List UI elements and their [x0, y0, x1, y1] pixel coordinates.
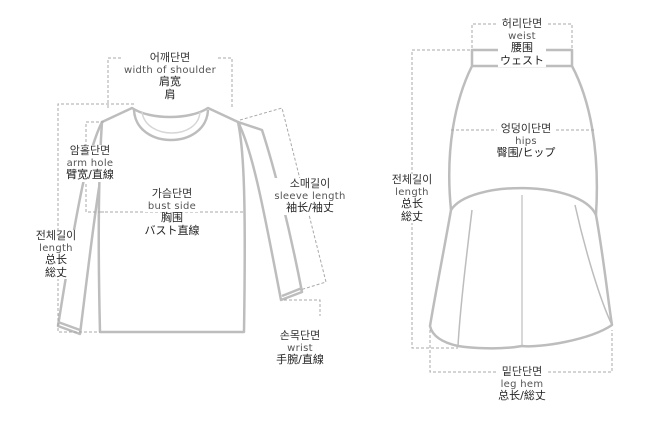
sleeve-ko: 소매길이 [289, 177, 331, 190]
shoulder-en: width of shoulder [123, 64, 217, 76]
wrist-jp: 手腕/直線 [276, 353, 324, 367]
skirt-length-en: length [395, 186, 429, 198]
armhole-en: arm hole [66, 157, 114, 169]
waist-en: weist [508, 30, 536, 42]
wrist-en: wrist [287, 342, 313, 354]
top-length-zh: 总长 [44, 253, 67, 267]
bust-ko: 가슴단면 [151, 187, 193, 200]
top-length-jp: 総丈 [44, 265, 67, 279]
sleeve-label: 소매길이 sleeve length 袖长/袖丈 [272, 177, 348, 215]
hem-jp: 总长/総丈 [498, 389, 546, 403]
armhole-ko: 암홀단면 [69, 144, 111, 157]
top-collar [132, 109, 210, 142]
armhole-jp: 臂宽/直線 [66, 168, 114, 182]
skirt-length-zh: 总长 [400, 197, 423, 211]
sleeve-en: sleeve length [274, 190, 346, 202]
sleeve-jp: 袖长/袖丈 [286, 201, 334, 215]
skirt-length-ko: 전체길이 [391, 173, 433, 186]
waist-label: 허리단면 weist 腰围 ウェスト [498, 17, 546, 68]
hips-label: 엉덩이단면 hips 臀围/ヒップ [496, 122, 556, 160]
bust-label: 가슴단면 bust side 胸围 バスト直線 [144, 187, 200, 237]
skirt-garment [428, 48, 614, 350]
bust-en: bust side [144, 200, 200, 213]
waist-jp: ウェスト [500, 53, 544, 67]
hem-ko: 밑단단면 [501, 365, 543, 378]
shoulder-label: 어깨단면 width of shoulder 肩宽 肩 [121, 51, 219, 102]
waist-ko: 허리단면 [501, 17, 543, 30]
hem-en: leg hem [500, 378, 544, 390]
wrist-ko: 손목단면 [279, 329, 321, 342]
wrist-label: 손목단면 wrist 手腕/直線 [276, 329, 324, 367]
skirt-length-label: 전체길이 length 总长 総丈 [389, 173, 435, 224]
hips-ko: 엉덩이단면 [496, 122, 556, 136]
hips-jp: 臀围/ヒップ [496, 146, 556, 160]
hips-en: hips [515, 135, 537, 147]
top-length-ko: 전체길이 [35, 229, 77, 242]
hem-label: 밑단단면 leg hem 总长/総丈 [496, 365, 548, 403]
shoulder-ko: 어깨단면 [149, 51, 191, 64]
skirt-length-jp: 総丈 [400, 209, 423, 223]
bust-jp: バスト直線 [144, 223, 200, 237]
shoulder-jp: 肩 [164, 87, 176, 101]
shoulder-zh: 肩宽 [159, 75, 181, 89]
bust-zh: 胸围 [161, 211, 183, 225]
waist-zh: 腰围 [511, 41, 533, 55]
top-length-en: length [39, 242, 73, 254]
top-length-label: 전체길이 length 总长 総丈 [33, 229, 79, 280]
armhole-label: 암홀단면 arm hole 臂宽/直線 [64, 144, 116, 182]
